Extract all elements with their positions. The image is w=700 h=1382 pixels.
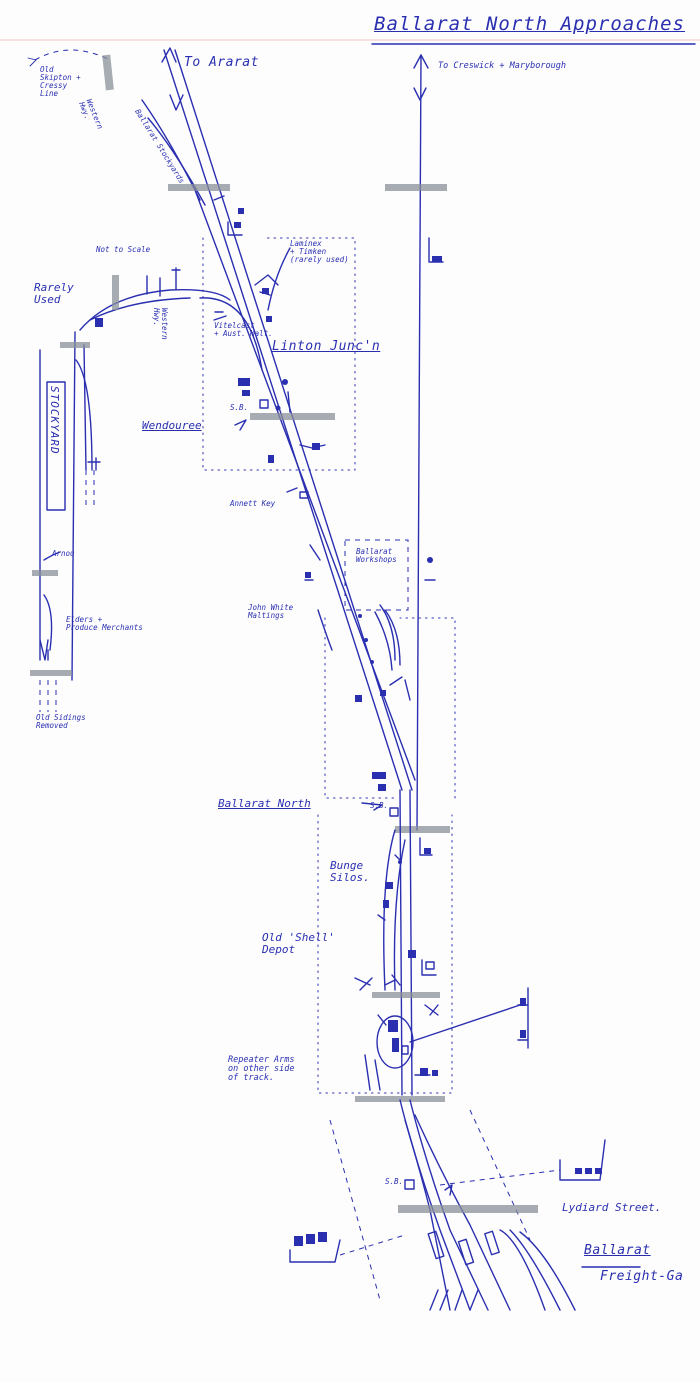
repeater-arms [364, 987, 529, 1091]
wendouree-crossing [250, 413, 335, 420]
label-western-hwy-mid: Western Hwy. [152, 308, 169, 340]
label-freight-gantry: Freight-Ga [600, 1269, 684, 1284]
label-vitelcast: Vitelcast + Aust. Malt. [214, 321, 273, 338]
vitelcast-siding [213, 247, 291, 322]
label-annett-key: Annett Key [230, 499, 276, 508]
stockyard-box [46, 381, 66, 511]
lydiard-tracks [329, 1099, 606, 1311]
label-sb-north: S.B. [370, 801, 389, 810]
lydiard-crossing [398, 1205, 538, 1213]
label-old-sidings: Old Sidings Removed [36, 713, 86, 730]
wendouree-signals [268, 443, 326, 499]
label-stockyard: STOCKYARD [48, 386, 61, 455]
label-not-to-scale: Not to Scale [96, 245, 151, 254]
north-boundary-lower [317, 814, 453, 1094]
creswick-line [413, 54, 444, 831]
label-elders: Elders + Produce Merchants [66, 615, 143, 632]
cross-mark [424, 1004, 439, 1016]
road-crossing-creswick [385, 184, 447, 191]
freight-signals [289, 1232, 406, 1263]
label-lydiard-street: Lydiard Street. [562, 1201, 662, 1214]
label-rarely-used: Rarely Used [34, 281, 74, 306]
western-hwy-crossing-mid [112, 275, 119, 310]
stockyard-crossing [60, 342, 90, 348]
label-ballarat: Ballarat [584, 1243, 651, 1258]
lower-tracks [354, 789, 437, 1096]
elders-siding [30, 551, 72, 712]
label-laminex: Laminex + Timken (rarely used) [290, 239, 349, 264]
road-crossing-1 [168, 184, 230, 191]
label-john-white: John White Maltings [248, 603, 294, 620]
old-skipton-line [34, 49, 111, 61]
linton-boundary [202, 237, 356, 471]
label-old-shell: Old 'Shell' Depot [262, 931, 335, 956]
label-ballarat-workshops: Ballarat Workshops [356, 547, 397, 564]
label-arnou: Arnou [52, 549, 75, 558]
north-signals [355, 676, 411, 817]
label-wendouree: Wendouree [142, 419, 202, 432]
bunge-crossing [372, 992, 440, 998]
label-repeater-arms: Repeater Arms on other side of track. [228, 1055, 295, 1083]
label-bunge-silos: Bunge Silos. [330, 859, 370, 884]
label-old-skipton: Old Skipton + Cressy Line [40, 65, 81, 98]
label-to-creswick: To Creswick + Maryborough [438, 61, 566, 71]
label-sb-wendouree: S.B. [230, 403, 249, 412]
north-signal-post [419, 837, 433, 856]
label-to-ararat: To Ararat [184, 55, 259, 70]
label-linton-junction: Linton Junc'n [272, 339, 381, 354]
north-crossing [395, 826, 450, 833]
john-white-siding [317, 609, 333, 651]
north-boundary-upper [324, 617, 456, 799]
linton-signals [238, 378, 291, 413]
label-ballarat-north: Ballarat North [218, 797, 311, 810]
page-title: Ballarat North Approaches [374, 13, 685, 35]
western-hwy-crossing-top [102, 54, 114, 91]
workshops-siding [304, 539, 436, 671]
repeater-crossing [355, 1096, 445, 1102]
label-sb-lydiard: S.B. [385, 1177, 404, 1186]
wendouree-arrow [234, 419, 247, 431]
signals-top [213, 195, 244, 236]
stockyard-branch [39, 267, 263, 681]
